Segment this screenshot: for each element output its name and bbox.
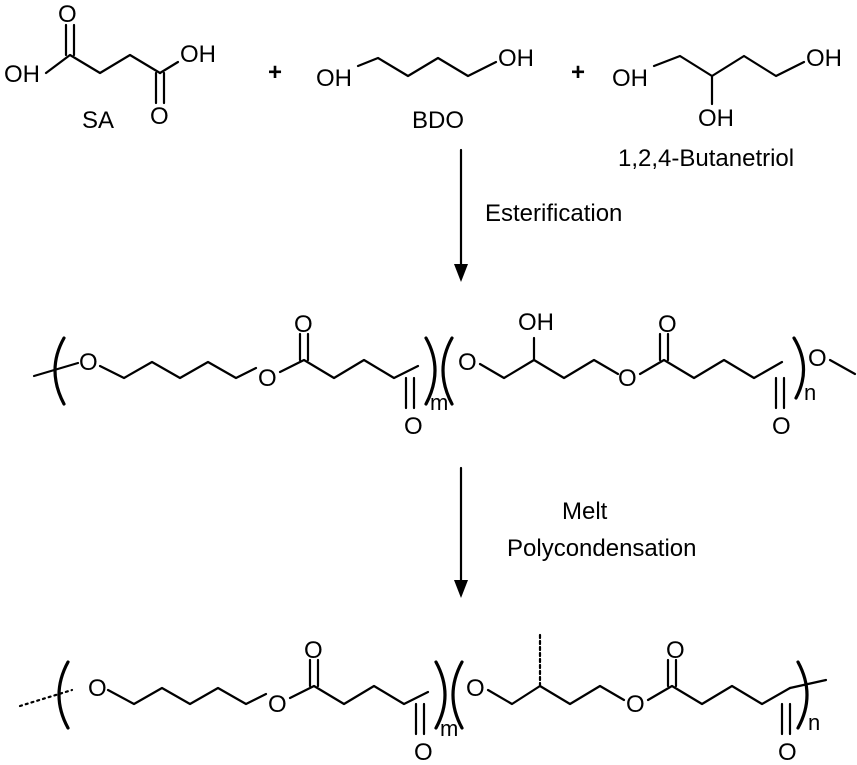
prepolymer-subscript-m: m (430, 390, 448, 415)
plus-sign-1: + (268, 59, 282, 86)
polycondensation-arrow: Melt Polycondensation (454, 466, 696, 598)
bdo-hydroxyl-right: OH (498, 45, 534, 72)
prepolymer-pendant-hydroxyl: OH (518, 309, 554, 336)
bdo-hydroxyl-left: OH (316, 65, 352, 92)
triol-hydroxyl-2: OH (698, 105, 734, 132)
triol-label: 1,2,4-Butanetriol (618, 145, 794, 172)
polymer-carbonyl-o-1: O (304, 637, 323, 664)
sa-label: SA (82, 107, 114, 134)
prepolymer-carbonyl-o-1: O (294, 311, 313, 338)
polymer-carbonyl-o-2: O (414, 739, 433, 765)
esterification-arrow: Esterification (454, 148, 622, 282)
polymer-o-4: O (626, 691, 645, 718)
prepolymer-carbonyl-o-4: O (772, 413, 791, 440)
sa-carbonyl-o-top: O (58, 1, 77, 28)
triol-hydroxyl-4: OH (806, 45, 842, 72)
polymer-o-1: O (88, 675, 107, 702)
polymer-carbonyl-o-4: O (778, 739, 797, 765)
prepolymer-o-2: O (258, 365, 277, 392)
prepolymer-end-o: O (808, 345, 827, 372)
prepolymer-structure: O O O O m O OH O O O n O (32, 309, 857, 440)
sa-carbonyl-o-bottom: O (150, 103, 169, 130)
branched-polymer-structure: O O O O m O O O O n (18, 630, 828, 765)
polymer-subscript-n: n (808, 710, 820, 735)
polymer-subscript-m: m (440, 716, 458, 741)
esterification-label: Esterification (485, 200, 622, 227)
polymer-o-2: O (268, 691, 287, 718)
succinic-acid-structure: O OH OH O SA (4, 1, 216, 134)
sa-hydroxyl-left: OH (4, 61, 40, 88)
prepolymer-carbonyl-o-2: O (404, 413, 423, 440)
melt-label: Melt (562, 498, 608, 525)
prepolymer-carbonyl-o-3: O (658, 311, 677, 338)
bdo-label: BDO (412, 107, 464, 134)
prepolymer-o-3: O (458, 349, 477, 376)
polymer-carbonyl-o-3: O (666, 637, 685, 664)
triol-hydroxyl-1: OH (612, 65, 648, 92)
butanetriol-structure: OH OH OH 1,2,4-Butanetriol (612, 45, 842, 172)
prepolymer-subscript-n: n (804, 380, 816, 405)
prepolymer-o-4: O (618, 365, 637, 392)
bdo-structure: OH OH BDO (316, 45, 534, 134)
polymer-o-3: O (466, 675, 485, 702)
prepolymer-o-1: O (79, 349, 98, 376)
sa-hydroxyl-right: OH (180, 41, 216, 68)
polycondensation-label: Polycondensation (507, 535, 696, 562)
plus-sign-2: + (571, 59, 585, 86)
